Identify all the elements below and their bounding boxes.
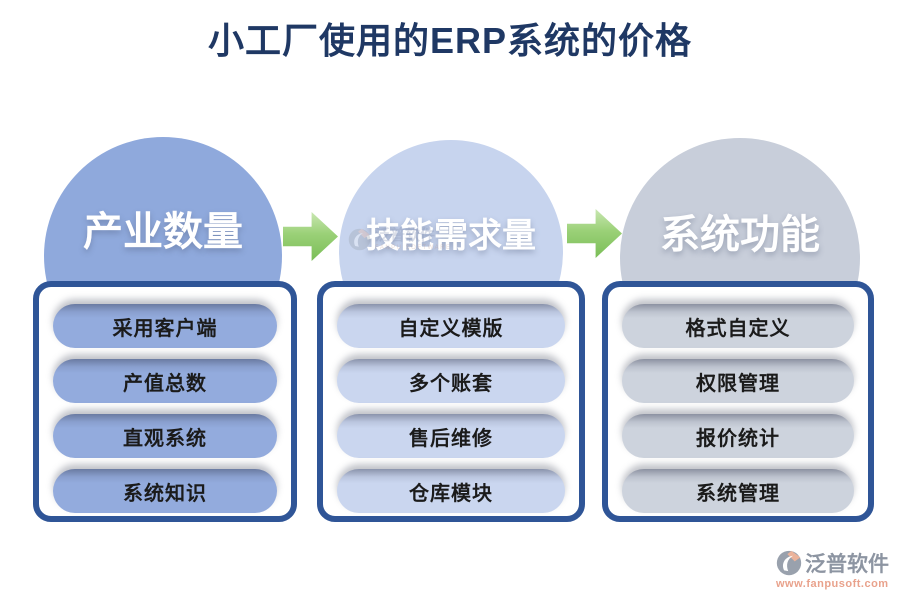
feature-pill: 格式自定义 [622, 304, 854, 348]
feature-pill-label: 系统知识 [123, 482, 207, 505]
feature-panel-industry-count: 采用客户端 产值总数 直观系统 系统知识 [33, 281, 297, 522]
feature-pill-label: 自定义模版 [398, 317, 504, 340]
flow-arrow-right-icon [283, 212, 338, 261]
stage-circle-skill-demand-label: 技能需求量 [366, 217, 536, 255]
footer-brand-text: 泛普软件 [805, 553, 889, 576]
feature-pill: 仓库模块 [337, 469, 565, 513]
feature-pill: 系统知识 [53, 469, 277, 513]
feature-pill-label: 仓库模块 [409, 482, 493, 505]
feature-pill: 采用客户端 [53, 304, 277, 348]
feature-pill: 系统管理 [622, 469, 854, 513]
feature-pill: 多个账套 [337, 359, 565, 403]
feature-pill-label: 报价统计 [696, 427, 780, 450]
feature-pill-label: 直观系统 [123, 427, 207, 450]
fanpu-logo-icon [776, 550, 802, 576]
feature-pill-label: 售后维修 [409, 427, 493, 450]
flow-arrow-right-icon [567, 209, 622, 258]
feature-pill-label: 系统管理 [696, 482, 780, 505]
feature-pill-label: 产值总数 [123, 372, 207, 395]
fanpu-watermark: 泛普软件 FANPU SOFTWARE [348, 227, 452, 256]
watermark-subtext: FANPU SOFTWARE [375, 244, 452, 251]
feature-pill: 售后维修 [337, 414, 565, 458]
feature-panel-system-function: 格式自定义 权限管理 报价统计 系统管理 [602, 281, 874, 522]
feature-pill-label: 多个账套 [409, 372, 493, 395]
stage-circle-industry-count-label: 产业数量 [83, 210, 243, 254]
fanpu-footer-logo: 泛普软件 www.fanpusoft.com [776, 548, 889, 590]
stage-circle-system-function-label: 系统功能 [660, 213, 820, 257]
feature-pill: 自定义模版 [337, 304, 565, 348]
feature-panel-skill-demand: 自定义模版 多个账套 售后维修 仓库模块 [317, 281, 585, 522]
feature-pill-label: 权限管理 [696, 372, 780, 395]
feature-pill: 产值总数 [53, 359, 277, 403]
watermark-brand-text: 泛普软件 [375, 227, 436, 244]
footer-brand-url: www.fanpusoft.com [776, 578, 889, 590]
page-title: 小工厂使用的ERP系统的价格 [207, 20, 693, 61]
feature-pill-label: 采用客户端 [112, 317, 218, 340]
feature-pill: 报价统计 [622, 414, 854, 458]
feature-pill: 直观系统 [53, 414, 277, 458]
feature-pill: 权限管理 [622, 359, 854, 403]
feature-pill-label: 格式自定义 [685, 317, 791, 340]
fanpu-logo-icon [348, 228, 371, 256]
